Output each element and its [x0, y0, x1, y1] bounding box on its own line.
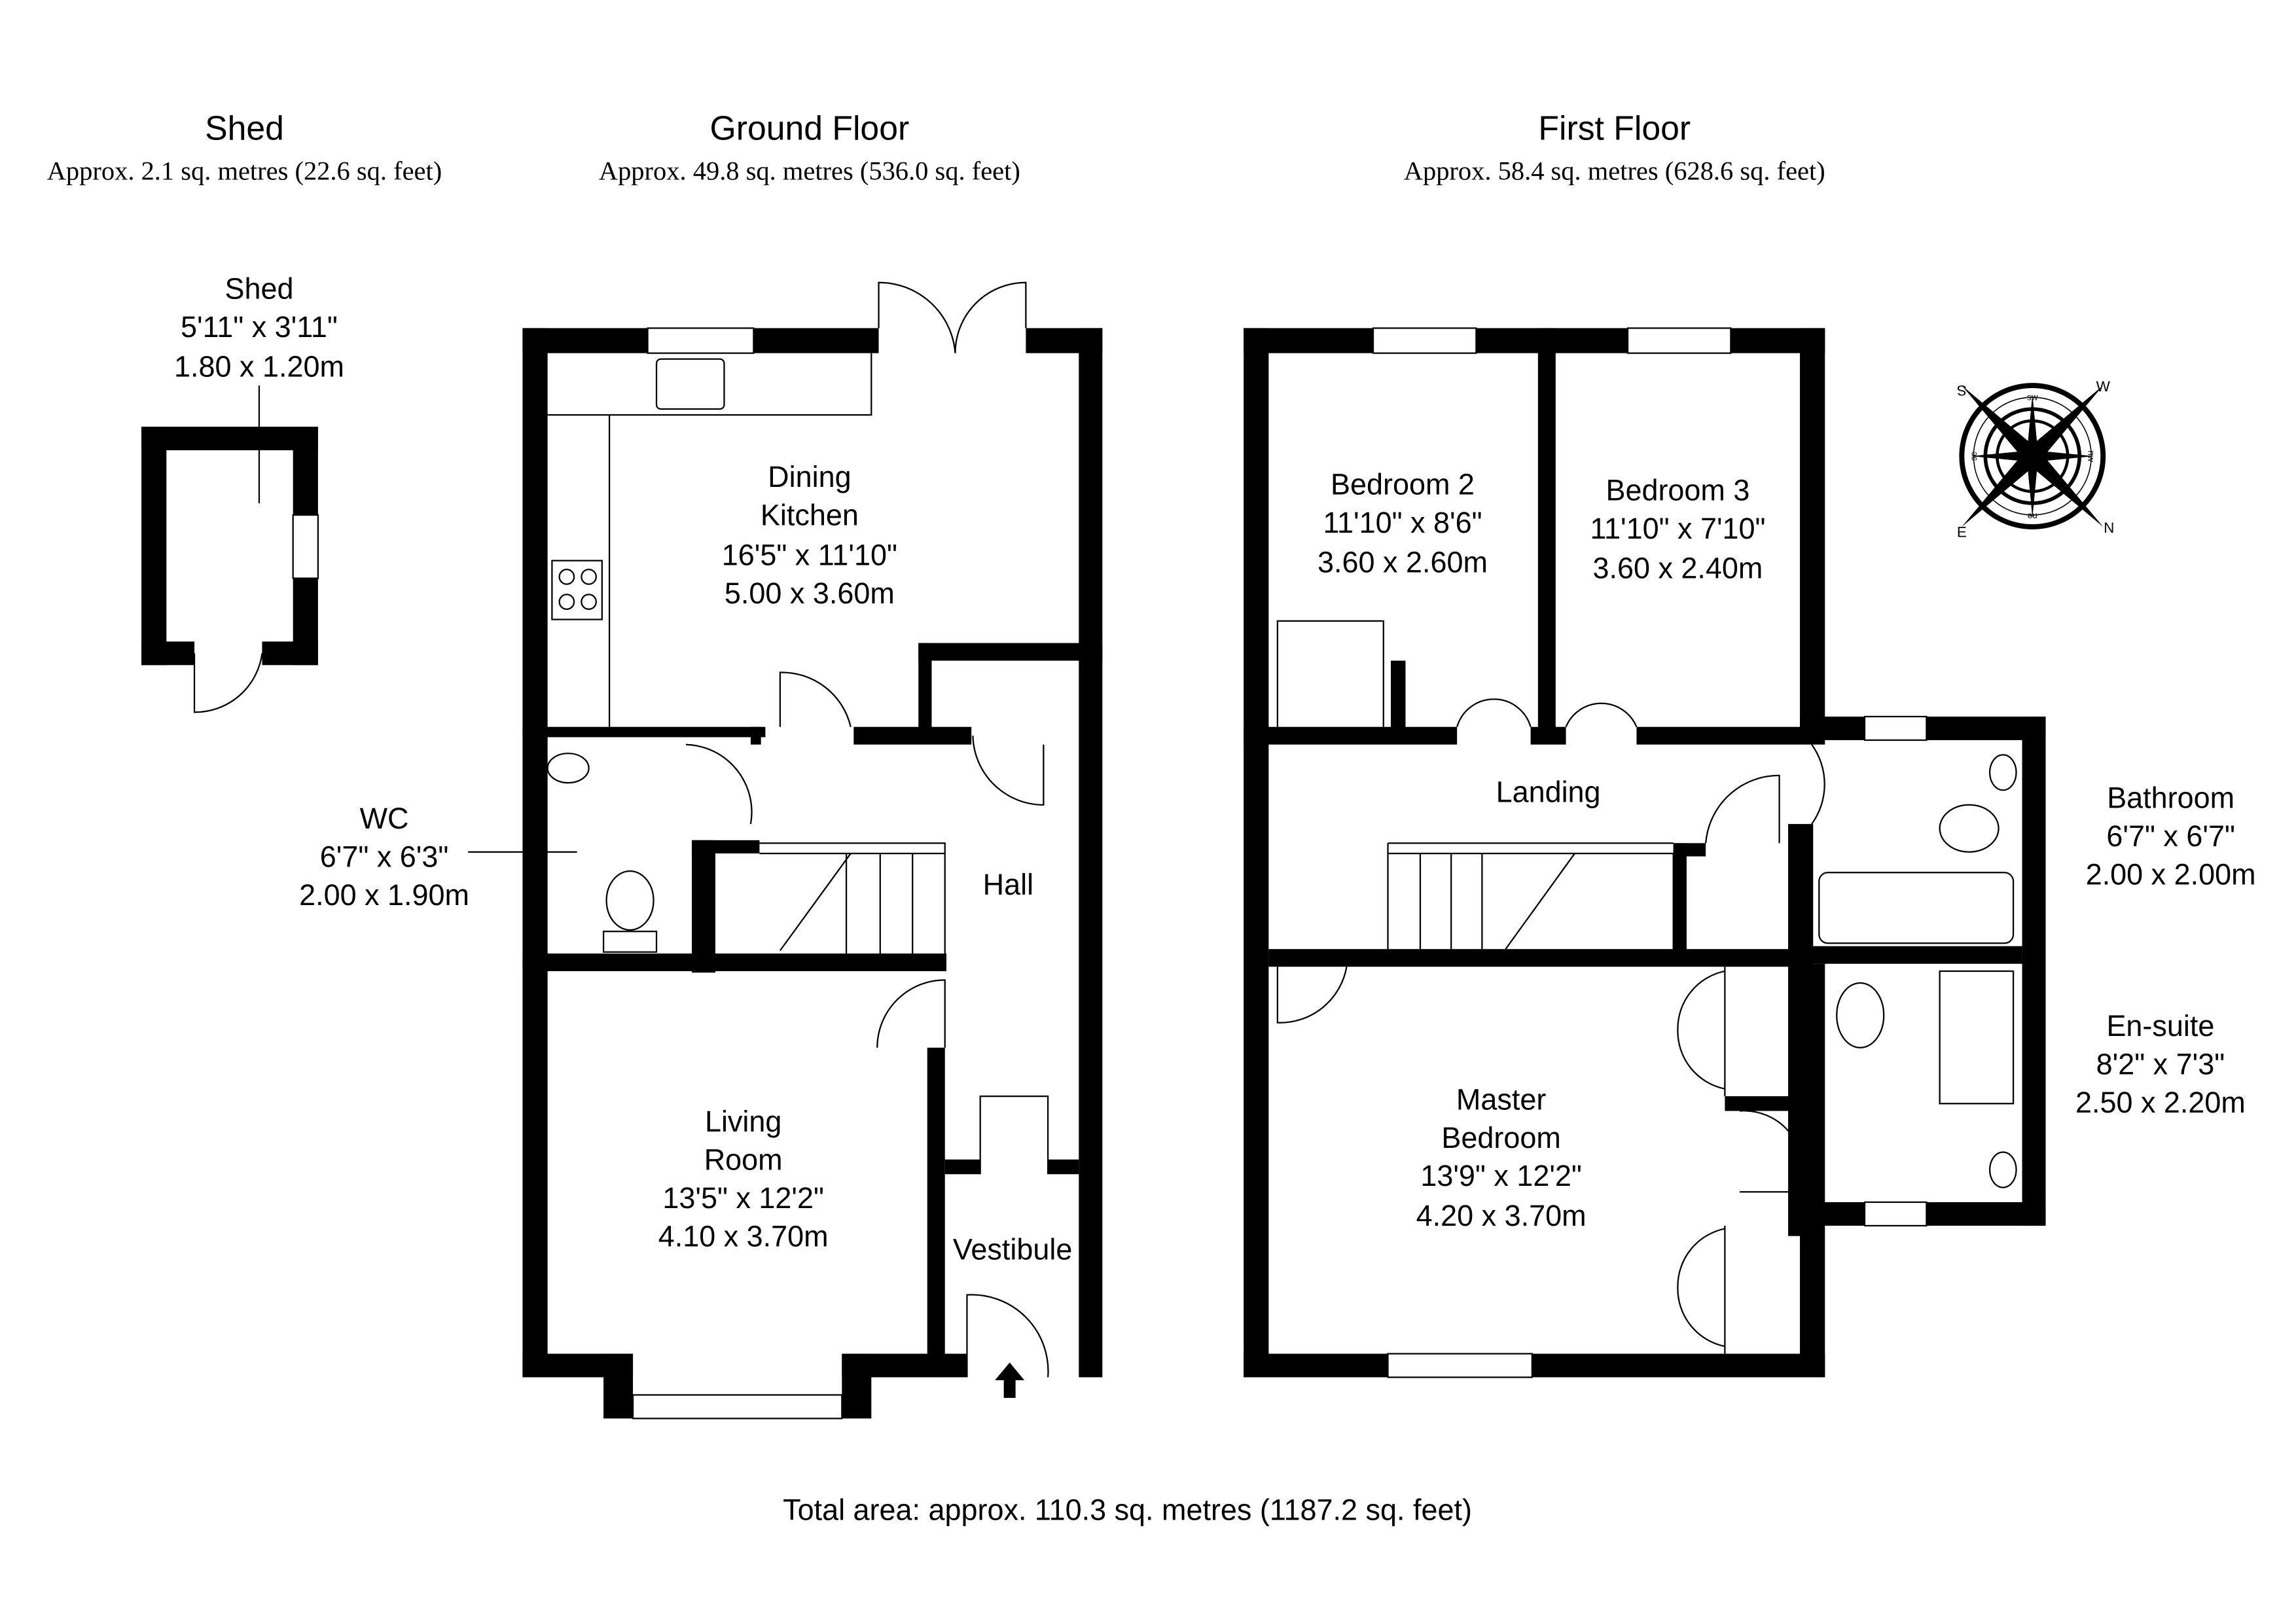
total-area: Total area: approx. 110.3 sq. metres (11…: [783, 1493, 1472, 1527]
room-vestibule: Vestibule: [953, 1233, 1072, 1266]
room-metric: 2.00 x 1.90m: [299, 878, 469, 912]
room-metric: 2.00 x 2.00m: [2086, 857, 2256, 891]
room-metric: 4.20 x 3.70m: [1416, 1199, 1587, 1232]
room-metric: 2.50 x 2.20m: [2075, 1086, 2246, 1119]
room-name: En-suite: [2106, 1009, 2214, 1043]
shed-room-imperial: 5'11" x 3'11": [181, 310, 338, 344]
compass-n: N: [2104, 520, 2114, 536]
room-imperial: 8'2" x 7'3": [2096, 1047, 2225, 1080]
compass-se: se: [1969, 452, 1979, 461]
room-hall: Hall: [983, 868, 1033, 901]
room-living-room: Living Room 13'5" x 12'2" 4.10 x 3.70m: [658, 1105, 829, 1253]
first-floor-title: First Floor: [1538, 109, 1691, 147]
room-dining-kitchen: Dining Kitchen 16'5" x 11'10" 5.00 x 3.6…: [722, 460, 897, 610]
room-name: Bedroom 2: [1331, 467, 1475, 501]
first-floor-area: Approx. 58.4 sq. metres (628.6 sq. feet): [1404, 156, 1825, 185]
room-name: WC: [360, 802, 409, 835]
room-bedroom-3: Bedroom 3 11'10" x 7'10" 3.60 x 2.40m: [1590, 473, 1765, 584]
compass-s: S: [1957, 382, 1967, 399]
room-imperial: 11'10" x 7'10": [1590, 512, 1765, 545]
room-en-suite: En-suite 8'2" x 7'3" 2.50 x 2.20m: [2075, 1009, 2246, 1119]
room-name: Dining: [768, 460, 851, 493]
room-imperial: 13'5" x 12'2": [662, 1181, 824, 1215]
room-imperial: 13'9" x 12'2": [1420, 1159, 1582, 1192]
room-landing: Landing: [1496, 775, 1601, 808]
ground-floor-header: Ground Floor Approx. 49.8 sq. metres (53…: [599, 109, 1020, 186]
room-name: Room: [704, 1143, 783, 1176]
room-name: Bathroom: [2107, 781, 2234, 814]
first-floor-plan: Bedroom 2 11'10" x 8'6" 3.60 x 2.60m Bed…: [1244, 327, 2256, 1378]
ground-floor-area: Approx. 49.8 sq. metres (536.0 sq. feet): [599, 156, 1020, 185]
room-wc: WC 6'7" x 6'3" 2.00 x 1.90m: [299, 802, 577, 912]
room-bedroom-2: Bedroom 2 11'10" x 8'6" 3.60 x 2.60m: [1318, 467, 1488, 579]
compass-e: E: [1957, 524, 1967, 541]
room-name: Master: [1456, 1082, 1546, 1116]
compass-ne: ne: [2028, 512, 2037, 522]
compass-w: W: [2096, 378, 2111, 395]
ground-floor-title: Ground Floor: [710, 109, 910, 147]
ground-floor-plan: Dining Kitchen 16'5" x 11'10" 5.00 x 3.6…: [299, 281, 1103, 1419]
shed-plan: Shed 5'11" x 3'11" 1.80 x 1.20m: [141, 272, 344, 713]
shed-title: Shed: [205, 109, 284, 147]
room-metric: 3.60 x 2.40m: [1592, 552, 1763, 585]
compass-sw: sw: [2027, 393, 2038, 402]
shed-room-metric: 1.80 x 1.20m: [174, 350, 344, 383]
compass-nw: nw: [2087, 450, 2096, 461]
room-metric: 5.00 x 3.60m: [725, 577, 895, 610]
room-metric: 4.10 x 3.70m: [658, 1219, 829, 1253]
room-name: Kitchen: [761, 499, 859, 532]
shed-header: Shed Approx. 2.1 sq. metres (22.6 sq. fe…: [47, 109, 442, 186]
compass-rose-icon: S W N E sw ne se nw: [1957, 378, 2114, 541]
room-name: Bedroom 3: [1605, 473, 1749, 507]
room-imperial: 11'10" x 8'6": [1323, 506, 1482, 539]
room-name: Bedroom: [1441, 1121, 1560, 1154]
room-master-bedroom: Master Bedroom 13'9" x 12'2" 4.20 x 3.70…: [1416, 1082, 1587, 1232]
shed-room-name: Shed: [224, 272, 293, 305]
room-name: Living: [705, 1105, 781, 1138]
room-imperial: 16'5" x 11'10": [722, 538, 897, 571]
room-imperial: 6'7" x 6'3": [320, 840, 449, 873]
first-floor-header: First Floor Approx. 58.4 sq. metres (628…: [1404, 109, 1825, 186]
room-imperial: 6'7" x 6'7": [2106, 819, 2235, 853]
room-bathroom: Bathroom 6'7" x 6'7" 2.00 x 2.00m: [2086, 781, 2256, 891]
shed-area: Approx. 2.1 sq. metres (22.6 sq. feet): [47, 156, 442, 185]
room-metric: 3.60 x 2.60m: [1318, 546, 1488, 579]
